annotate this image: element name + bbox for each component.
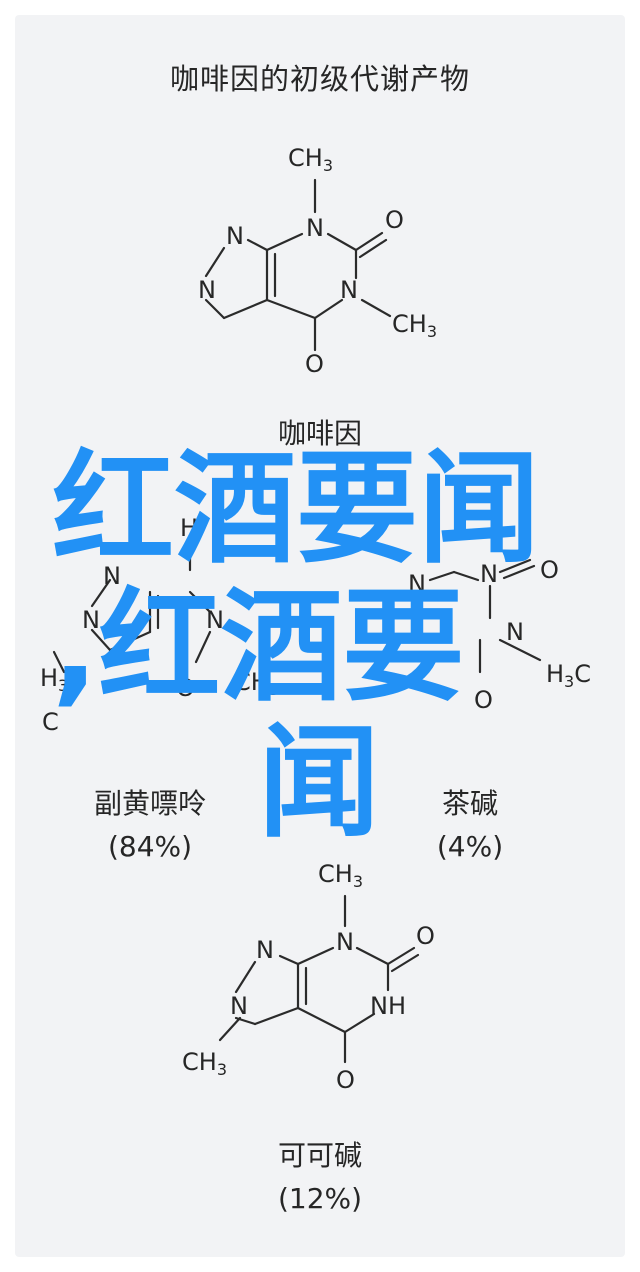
theophylline-percent: (4%) [436,830,504,864]
caffeine-atoms: CH3 N N N O N CH3 O [198,144,437,378]
caffeine-o2: O [305,350,324,378]
theobromine-nh: NH [370,992,406,1020]
watermark-line-3: 闻 [258,712,380,854]
theobromine-o1: O [416,922,435,950]
theophylline-atoms: N N O N H3C O [408,556,591,714]
theobromine-n3: N [230,992,248,1020]
background-card [15,15,625,1257]
theophylline-structure [428,558,542,674]
theophylline-n3: N [506,618,524,646]
theophylline-label: 茶碱 (4%) [380,782,560,869]
caffeine-ch3-right: CH3 [392,310,437,341]
theobromine-o2: O [336,1066,355,1094]
caffeine-n1: N [226,222,244,250]
theophylline-name: 茶碱 [441,787,498,820]
paraxanthine-label: 副黄嘌呤 (84%) [40,782,260,869]
paraxanthine-atoms: H N N N H3 C O CH3 [40,514,279,736]
theobromine-percent: (12%) [277,1182,363,1216]
caffeine-o1: O [385,206,404,234]
caffeine-label: 咖啡因 [277,417,362,450]
caffeine-ch3-top: CH3 [288,144,333,175]
paraxanthine-name: 副黄嘌呤 [93,787,206,820]
theobromine-structure [218,894,420,1064]
paraxanthine-n3: N [206,606,224,634]
theobromine-n2: N [336,928,354,956]
watermark-line-1: 红酒要闻 [52,438,540,580]
paraxanthine-o: O [176,674,195,702]
theobromine-name: 可可碱 [277,1139,362,1172]
paraxanthine-c-left: C [42,708,59,736]
theophylline-n1: N [408,570,426,598]
theophylline-h3c: H3C [546,660,591,691]
theophylline-o1: O [540,556,559,584]
paraxanthine-percent: (84%) [107,830,193,864]
caffeine-n2: N [198,276,216,304]
caffeine-n3: N [306,214,324,242]
paraxanthine-h: H [180,514,198,542]
paraxanthine-n1: N [103,562,121,590]
paraxanthine-h3-left: H3 [40,664,68,695]
diagram-title: 咖啡因的初级代谢产物 [169,62,470,96]
caffeine-n4: N [340,276,358,304]
theobromine-n1: N [256,936,274,964]
paraxanthine-n2: N [82,606,100,634]
theobromine-ch3-top: CH3 [318,860,363,891]
paraxanthine-ch3: CH3 [234,668,279,699]
theophylline-n2: N [480,560,498,588]
theobromine-label: 可可碱 (12%) [230,1134,410,1221]
theobromine-atoms: CH3 N N O N NH CH3 O [182,860,435,1094]
theobromine-ch3-bottom: CH3 [182,1048,227,1079]
watermark-line-2: ,红酒要 [52,576,465,718]
caffeine-structure [204,178,392,352]
theophylline-o2: O [474,686,493,714]
paraxanthine-structure [52,540,212,674]
